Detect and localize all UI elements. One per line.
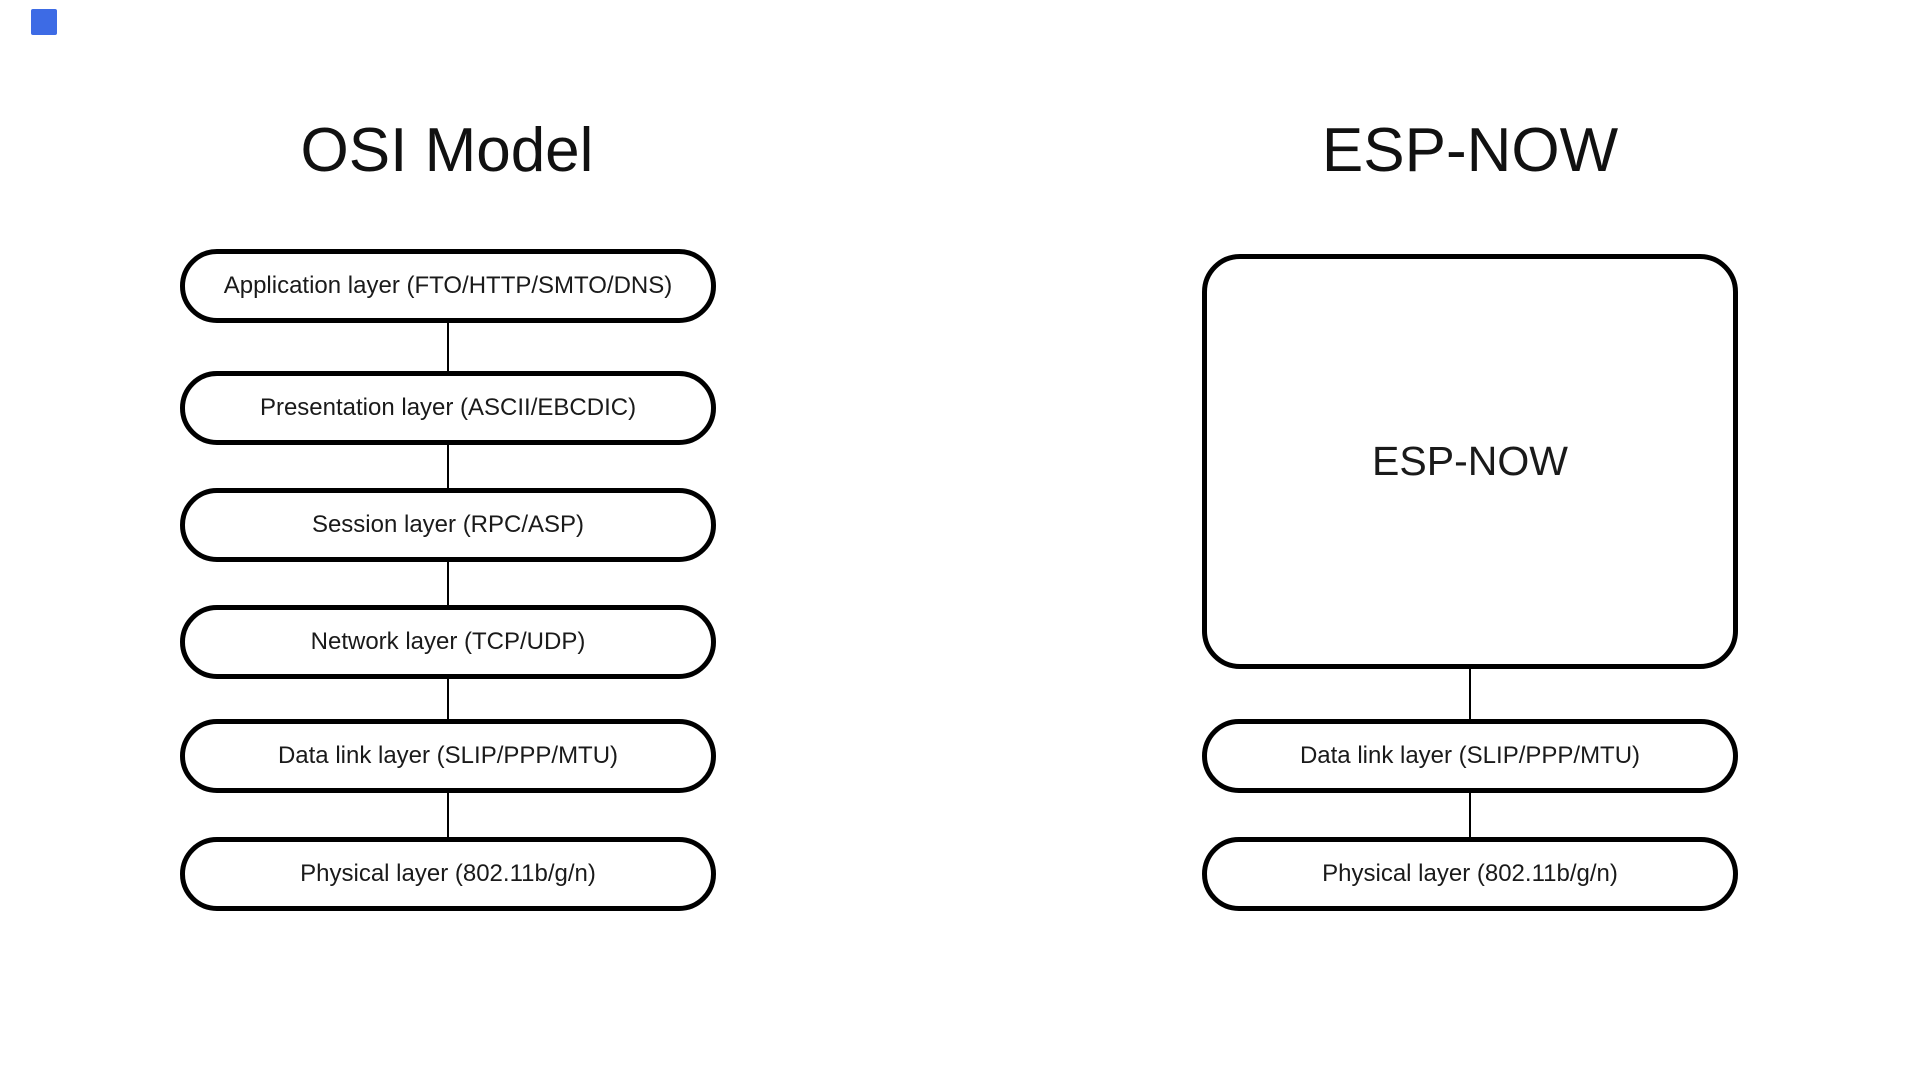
blue-square-marker (31, 9, 57, 35)
osi-session-layer-box: Session layer (RPC/ASP) (180, 488, 716, 562)
osi-data-link-layer-box: Data link layer (SLIP/PPP/MTU) (180, 719, 716, 793)
connector-line (447, 445, 449, 488)
esp-now-title: ESP-NOW (1321, 116, 1619, 185)
connector-line (447, 323, 449, 371)
osi-network-layer-box: Network layer (TCP/UDP) (180, 605, 716, 679)
osi-application-layer-box: Application layer (FTO/HTTP/SMTO/DNS) (180, 249, 716, 323)
connector-line (447, 793, 449, 837)
esp-now-box: ESP-NOW (1202, 254, 1738, 669)
espnow-data-link-layer-box: Data link layer (SLIP/PPP/MTU) (1202, 719, 1738, 793)
osi-physical-layer-box: Physical layer (802.11b/g/n) (180, 837, 716, 911)
osi-presentation-layer-box: Presentation layer (ASCII/EBCDIC) (180, 371, 716, 445)
osi-model-title: OSI Model (300, 116, 594, 185)
connector-line (447, 562, 449, 605)
connector-line (1469, 669, 1471, 719)
connector-line (447, 679, 449, 719)
connector-line (1469, 793, 1471, 837)
espnow-physical-layer-box: Physical layer (802.11b/g/n) (1202, 837, 1738, 911)
